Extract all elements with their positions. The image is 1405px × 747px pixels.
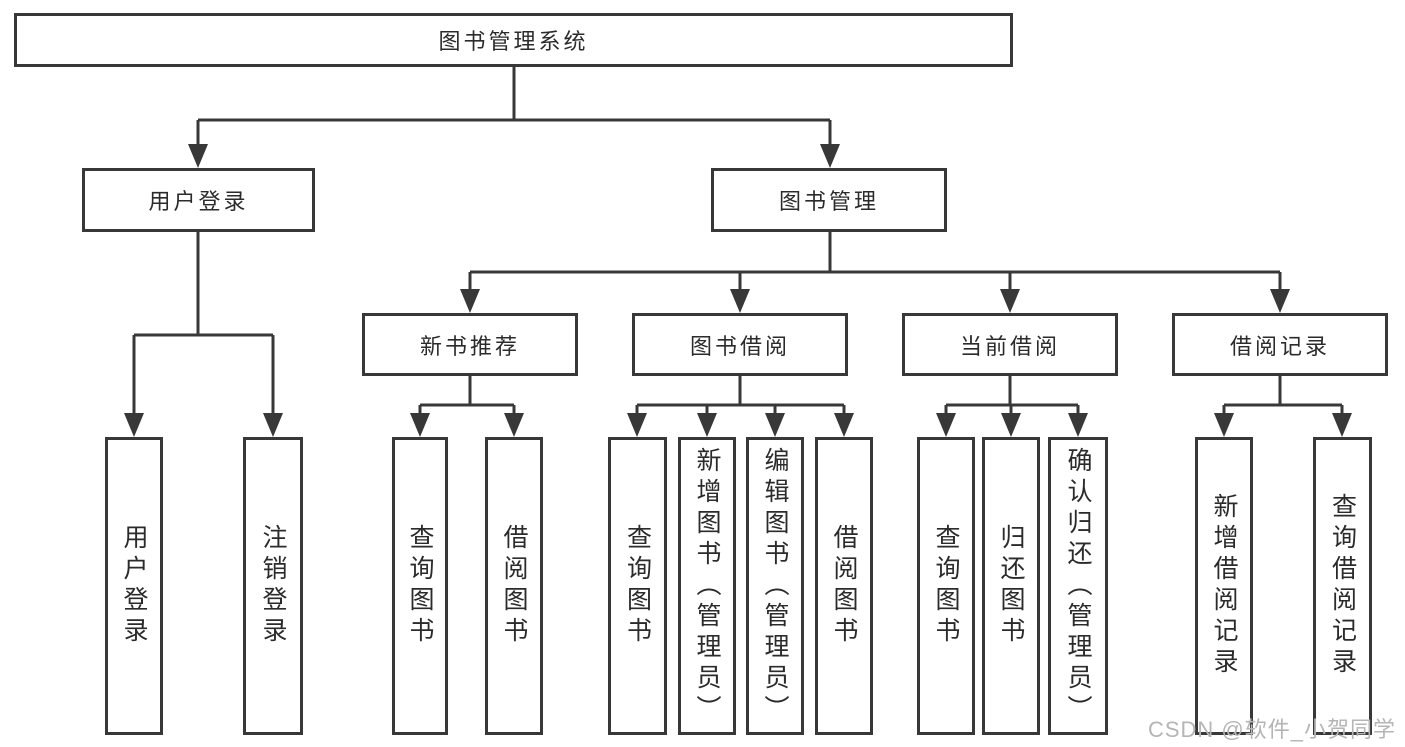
watermark: CSDN @软件_小贺同学 (1147, 717, 1396, 742)
node-library-system: 图书管理系统 (14, 13, 1013, 67)
node-label: 新书推荐 (419, 333, 520, 359)
node-book-management: 图书管理 (711, 168, 947, 232)
node-label: 查询图书 (623, 524, 652, 648)
node-label: 用户登录 (120, 524, 148, 648)
node-label: 图书借阅 (689, 333, 790, 359)
node-label: 查询图书 (932, 524, 960, 648)
node-label: 注销登录 (259, 524, 287, 648)
node-label: 图书管理系统 (438, 29, 589, 54)
leaf-edit-book-admin: 编辑图书（管理员） (746, 437, 804, 735)
leaf-return-books: 归还图书 (982, 437, 1040, 735)
leaf-query-books-recommend: 查询图书 (392, 437, 448, 735)
node-label: 编辑图书（管理员） (761, 446, 789, 726)
node-current-borrowing: 当前借阅 (902, 313, 1118, 376)
leaf-query-books-current: 查询图书 (917, 437, 975, 735)
leaf-borrow-books: 借阅图书 (815, 437, 873, 735)
node-label: 借阅记录 (1229, 333, 1330, 359)
node-label: 查询借阅记录 (1328, 493, 1357, 679)
leaf-logout: 注销登录 (243, 437, 303, 735)
node-label: 图书管理 (778, 189, 879, 214)
leaf-add-book-admin: 新增图书（管理员） (678, 437, 736, 735)
leaf-user-login: 用户登录 (105, 437, 163, 735)
node-book-borrowing: 图书借阅 (632, 313, 848, 376)
node-user-login: 用户登录 (82, 168, 315, 232)
node-new-book-recommend: 新书推荐 (362, 313, 578, 376)
leaf-query-books-borrowing: 查询图书 (608, 437, 667, 735)
leaf-confirm-return-admin: 确认归还（管理员） (1048, 437, 1108, 735)
leaf-add-borrow-record: 新增借阅记录 (1195, 437, 1253, 735)
leaf-borrow-books-recommend: 借阅图书 (485, 437, 543, 735)
node-label: 用户登录 (148, 189, 249, 214)
node-label: 查询图书 (406, 524, 434, 648)
node-label: 新增借阅记录 (1210, 493, 1238, 679)
node-label: 借阅图书 (500, 524, 528, 648)
node-label: 归还图书 (997, 524, 1025, 648)
node-borrowing-records: 借阅记录 (1172, 313, 1388, 376)
node-label: 确认归还（管理员） (1064, 446, 1092, 726)
node-label: 当前借阅 (959, 333, 1060, 359)
node-label: 借阅图书 (830, 524, 858, 648)
leaf-query-borrow-record: 查询借阅记录 (1313, 437, 1372, 735)
node-label: 新增图书（管理员） (693, 446, 721, 726)
